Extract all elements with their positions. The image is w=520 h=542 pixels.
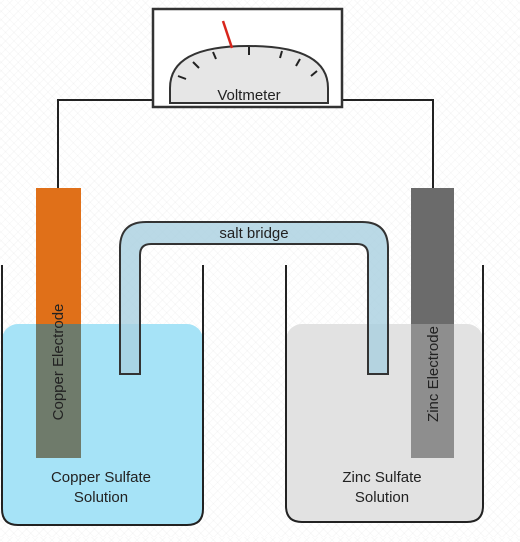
copper-electrode-label: Copper Electrode bbox=[50, 304, 67, 421]
voltmeter: Voltmeter bbox=[151, 7, 344, 109]
voltmeter-dial bbox=[169, 44, 329, 104]
external-circuit-wires bbox=[57, 99, 434, 190]
zinc-electrode-top bbox=[411, 188, 454, 324]
voltmeter-label: Voltmeter bbox=[217, 87, 280, 104]
voltmeter-scale-ticks bbox=[177, 47, 318, 80]
right-beaker bbox=[285, 265, 484, 523]
copper-electrode-top bbox=[36, 188, 81, 324]
left-beaker bbox=[1, 265, 204, 526]
zinc-electrode-submerged bbox=[411, 324, 454, 458]
copper-electrode: Copper Electrode bbox=[36, 188, 81, 458]
zinc-electrode: Zinc Electrode bbox=[411, 188, 454, 458]
salt-bridge-tube bbox=[119, 221, 389, 375]
copper-sulfate-label-line1: Copper Sulfate bbox=[51, 469, 151, 486]
wire-left bbox=[57, 99, 153, 190]
salt-bridge-label: salt bridge bbox=[219, 225, 288, 242]
zinc-sulfate-label-line2: Solution bbox=[355, 489, 409, 506]
zinc-sulfate-label-line1: Zinc Sulfate bbox=[342, 469, 421, 486]
wire-right bbox=[342, 99, 434, 190]
copper-electrode-shade bbox=[36, 324, 81, 458]
copper-sulfate-label-line2: Solution bbox=[74, 489, 128, 506]
zinc-electrode-label: Zinc Electrode bbox=[425, 326, 442, 422]
voltmeter-needle bbox=[221, 20, 234, 49]
